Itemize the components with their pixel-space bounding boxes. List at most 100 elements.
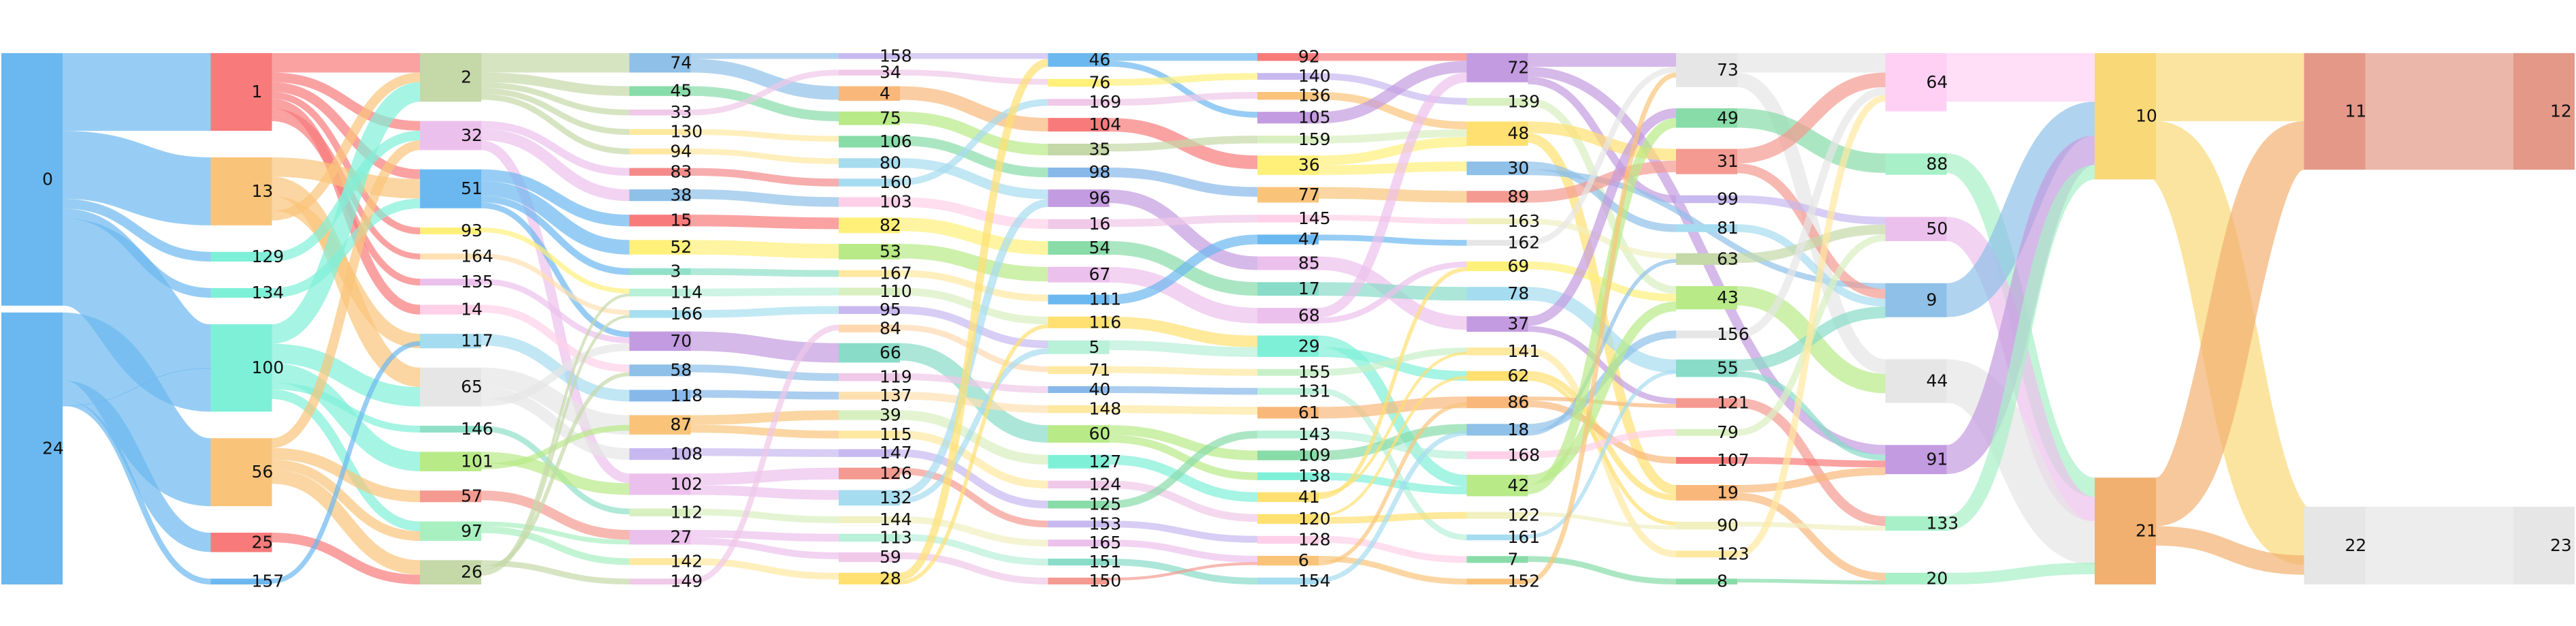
node-label-54: 54 — [1089, 238, 1111, 257]
node-88 — [1885, 153, 1947, 175]
node-label-128: 128 — [1298, 529, 1331, 549]
link-41-69 — [1318, 267, 1467, 499]
link-3-167 — [690, 268, 839, 277]
node-label-75: 75 — [880, 108, 901, 128]
node-label-66: 66 — [880, 343, 901, 362]
link-16-145 — [1109, 215, 1258, 228]
link-153-128 — [1109, 520, 1258, 543]
link-37-121 — [1528, 326, 1677, 405]
node-label-63: 63 — [1717, 249, 1739, 268]
node-113 — [839, 533, 900, 542]
node-label-106: 106 — [880, 131, 912, 151]
link-128-7 — [1318, 535, 1467, 563]
link-131-161 — [1318, 388, 1467, 541]
link-165-6 — [1109, 539, 1258, 563]
link-2-130 — [481, 88, 630, 135]
node-label-93: 93 — [461, 221, 483, 240]
node-95 — [839, 306, 900, 314]
node-label-101: 101 — [461, 452, 494, 471]
node-126 — [839, 467, 900, 480]
node-label-55: 55 — [1717, 358, 1739, 378]
node-168 — [1466, 451, 1528, 459]
link-65-87 — [481, 367, 630, 435]
link-6-86 — [1318, 402, 1467, 566]
link-68-69 — [1318, 261, 1467, 324]
node-141 — [1466, 347, 1528, 356]
link-74-4 — [690, 59, 839, 100]
node-79 — [1676, 428, 1737, 436]
node-label-166: 166 — [671, 304, 703, 324]
node-81 — [1676, 224, 1737, 232]
node-label-86: 86 — [1508, 392, 1530, 412]
node-29 — [1257, 335, 1319, 357]
node-63 — [1676, 253, 1737, 265]
link-36-48 — [1318, 137, 1467, 166]
node-label-151: 151 — [1089, 552, 1122, 572]
link-28-46 — [899, 59, 1049, 581]
node-label-71: 71 — [1089, 360, 1111, 379]
link-124-120 — [1109, 480, 1258, 522]
link-1-51 — [272, 82, 421, 179]
link-60-138 — [1109, 435, 1258, 480]
node-label-125: 125 — [1089, 495, 1122, 514]
node-label-109: 109 — [1298, 445, 1331, 465]
node-89 — [1466, 191, 1528, 203]
node-50 — [1885, 217, 1947, 242]
node-label-137: 137 — [880, 386, 912, 405]
node-label-36: 36 — [1298, 155, 1320, 175]
link-120-122 — [1318, 512, 1467, 524]
node-label-130: 130 — [671, 122, 703, 142]
link-20-21 — [1946, 562, 2095, 584]
node-163 — [1466, 218, 1528, 225]
node-label-43: 43 — [1717, 287, 1739, 307]
link-49-88 — [1737, 108, 1886, 173]
node-label-25: 25 — [252, 532, 274, 552]
node-76 — [1048, 78, 1110, 87]
node-6 — [1257, 555, 1319, 566]
node-label-22: 22 — [2345, 535, 2367, 555]
link-56-97 — [272, 459, 421, 542]
node-9 — [1885, 283, 1947, 317]
link-163-63 — [1528, 218, 1677, 260]
node-130 — [629, 129, 691, 135]
node-label-23: 23 — [2550, 535, 2572, 555]
link-145-163 — [1318, 215, 1467, 225]
node-67 — [1048, 266, 1110, 283]
node-label-81: 81 — [1717, 218, 1739, 238]
link-1-93 — [272, 92, 421, 234]
node-77 — [1257, 187, 1319, 203]
node-label-135: 135 — [461, 272, 494, 292]
node-label-139: 139 — [1508, 92, 1541, 112]
node-label-141: 141 — [1508, 341, 1541, 361]
node-101 — [420, 452, 481, 471]
node-110 — [839, 287, 900, 296]
node-label-102: 102 — [671, 474, 703, 494]
node-label-147: 147 — [880, 443, 912, 463]
node-label-68: 68 — [1298, 305, 1320, 325]
node-label-162: 162 — [1508, 232, 1541, 252]
node-label-69: 69 — [1508, 256, 1530, 276]
node-label-17: 17 — [1298, 279, 1320, 298]
node-label-103: 103 — [880, 192, 912, 212]
link-155-141 — [1318, 347, 1467, 376]
node-139 — [1466, 97, 1528, 106]
link-61-86 — [1318, 396, 1467, 419]
node-label-145: 145 — [1298, 208, 1331, 228]
node-label-132: 132 — [880, 488, 912, 507]
link-98-77 — [1109, 168, 1258, 197]
node-label-89: 89 — [1508, 187, 1530, 206]
node-54 — [1048, 240, 1110, 255]
node-25 — [210, 533, 272, 552]
node-64 — [1885, 53, 1947, 112]
node-59 — [839, 552, 900, 563]
link-152-73 — [1528, 72, 1677, 584]
node-33 — [629, 109, 691, 116]
node-12 — [2513, 53, 2575, 170]
link-89-31 — [1528, 160, 1677, 203]
link-160-169 — [899, 99, 1048, 186]
node-label-159: 159 — [1298, 129, 1331, 149]
link-137-148 — [899, 392, 1048, 413]
link-168-79 — [1528, 428, 1677, 458]
node-75 — [839, 111, 900, 125]
node-label-87: 87 — [671, 415, 692, 435]
